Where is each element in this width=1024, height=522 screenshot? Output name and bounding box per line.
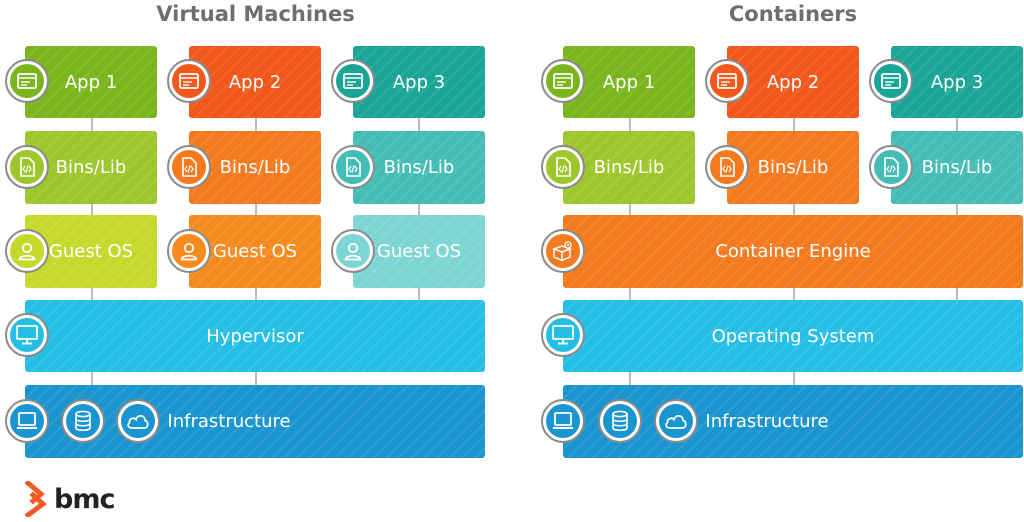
code-file-icon: [167, 145, 211, 189]
block-label: Bins/Lib: [219, 157, 291, 178]
block-label: Guest OS: [376, 241, 462, 262]
operating-system-block: Operating System: [563, 300, 1023, 372]
containers-title: Containers: [728, 2, 858, 26]
vm-infrastructure-block: Infrastructure: [25, 385, 485, 458]
block-label: App 1: [64, 71, 118, 93]
app-window-icon: [705, 59, 749, 103]
container-app-2-block: App 2: [727, 46, 859, 118]
server-icon: [5, 399, 49, 443]
app-window-icon: [541, 59, 585, 103]
vm-app-3-block: App 3: [353, 46, 485, 118]
block-label: App 1: [602, 71, 656, 93]
block-label: Bins/Lib: [921, 157, 993, 178]
block-label: Hypervisor: [206, 325, 304, 347]
code-file-icon: [5, 145, 49, 189]
block-label: App 3: [392, 71, 446, 93]
block-label: App 2: [228, 71, 282, 93]
app-window-icon: [331, 59, 375, 103]
database-icon: [598, 399, 642, 443]
hypervisor-block: Hypervisor: [25, 300, 485, 372]
block-label: App 2: [766, 71, 820, 93]
user-icon: [331, 229, 375, 273]
container-app-3-block: App 3: [891, 46, 1023, 118]
connector-line: [418, 118, 420, 304]
container-app-1-block: App 1: [563, 46, 695, 118]
monitor-icon: [541, 313, 585, 357]
user-icon: [167, 229, 211, 273]
block-label: Infrastructure: [705, 411, 829, 432]
block-label: Operating System: [711, 325, 875, 347]
vm-bins-3-block: Bins/Lib: [353, 131, 485, 204]
bmc-logo: bmc: [25, 481, 115, 517]
vm-guest-os-3-block: Guest OS: [353, 215, 485, 288]
app-window-icon: [5, 59, 49, 103]
block-label: Guest OS: [48, 241, 134, 262]
code-file-icon: [331, 145, 375, 189]
block-label: Container Engine: [715, 241, 871, 262]
code-file-icon: [705, 145, 749, 189]
vm-guest-os-2-block: Guest OS: [189, 215, 321, 288]
monitor-icon: [5, 313, 49, 357]
container-engine-block: Container Engine: [563, 215, 1023, 288]
cloud-icon: [654, 399, 698, 443]
bmc-chevron-icon: [25, 481, 47, 517]
block-label: Bins/Lib: [593, 157, 665, 178]
block-label: Infrastructure: [167, 411, 291, 432]
block-label: Guest OS: [212, 241, 298, 262]
block-label: App 3: [930, 71, 984, 93]
container-bins-3-block: Bins/Lib: [891, 131, 1023, 204]
app-window-icon: [869, 59, 913, 103]
app-window-icon: [167, 59, 211, 103]
vm-app-2-block: App 2: [189, 46, 321, 118]
container-bins-2-block: Bins/Lib: [727, 131, 859, 204]
vm-bins-2-block: Bins/Lib: [189, 131, 321, 204]
code-file-icon: [541, 145, 585, 189]
block-label: Bins/Lib: [757, 157, 829, 178]
connector-line: [956, 118, 958, 304]
container-bins-1-block: Bins/Lib: [563, 131, 695, 204]
user-icon: [5, 229, 49, 273]
server-icon: [541, 399, 585, 443]
vm-title: Virtual Machines: [156, 2, 355, 26]
code-file-icon: [869, 145, 913, 189]
database-icon: [61, 399, 105, 443]
bmc-logo-text: bmc: [54, 483, 115, 515]
block-label: Bins/Lib: [55, 157, 127, 178]
block-label: Bins/Lib: [383, 157, 455, 178]
engine-box-icon: [541, 229, 585, 273]
cloud-icon: [116, 399, 160, 443]
